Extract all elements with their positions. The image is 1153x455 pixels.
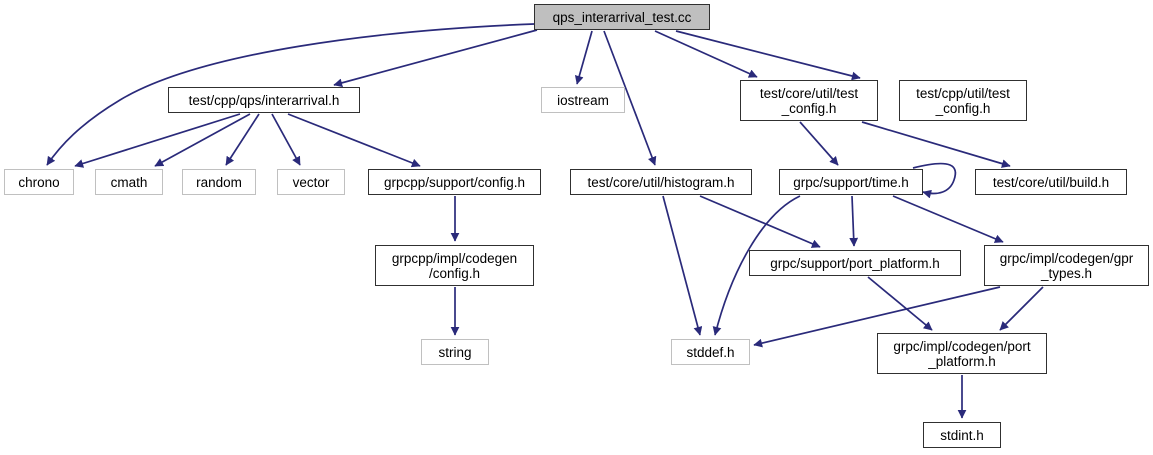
node-iostream[interactable]: iostream [541,87,625,113]
edge-root-to-cpp-test-config [675,30,861,81]
node-cmath[interactable]: cmath [95,169,163,195]
edge-grpc-time-to-stddef [712,195,801,336]
node-string[interactable]: string [421,339,489,365]
node-grpcpp-impl-codegen-config-h[interactable]: grpcpp/impl/codegen /config.h [375,245,534,286]
node-test-core-util-test-config-h[interactable]: test/core/util/test _config.h [740,80,878,121]
node-stddef-h[interactable]: stddef.h [671,339,750,365]
edge-histogram-to-stddef [662,195,703,336]
node-test-core-util-histogram-h[interactable]: test/core/util/histogram.h [570,169,752,195]
edge-gpr-types-to-codegen-port-platform [999,286,1044,331]
edge-grpc-time-to-gpr-types [892,195,1004,243]
node-test-cpp-util-test-config-h[interactable]: test/cpp/util/test _config.h [899,80,1027,121]
edge-root-to-iostream [574,30,593,85]
edge-support-port-platform-to-codegen-port-platform [867,276,933,331]
node-vector[interactable]: vector [277,169,345,195]
node-grpc-impl-codegen-gpr-types-h[interactable]: grpc/impl/codegen/gpr _types.h [984,245,1149,286]
edge-grpc-time-self-loop [912,162,957,199]
edge-grpc-time-to-support-port-platform [849,195,859,247]
node-chrono[interactable]: chrono [4,169,74,195]
node-grpc-support-port-platform-h[interactable]: grpc/support/port_platform.h [749,250,961,276]
node-qps-interarrival-test-cc[interactable]: qps_interarrival_test.cc [534,4,710,30]
node-test-cpp-qps-interarrival-h[interactable]: test/cpp/qps/interarrival.h [168,87,360,113]
edge-interarrival-to-cmath [154,113,251,167]
edge-root-to-histogram [603,30,657,166]
node-grpcpp-support-config-h[interactable]: grpcpp/support/config.h [368,169,541,195]
edge-interarrival-to-chrono [74,113,241,168]
node-grpc-impl-codegen-port-platform-h[interactable]: grpc/impl/codegen/port _platform.h [877,333,1047,374]
edge-interarrival-to-random [225,113,260,166]
edge-root-to-interarrival [333,29,538,88]
node-stdint-h[interactable]: stdint.h [923,422,1001,448]
edge-interarrival-to-grpcpp-config [287,113,421,168]
edge-root-to-chrono [46,23,535,166]
node-test-core-util-build-h[interactable]: test/core/util/build.h [975,169,1127,195]
edge-root-to-core-test-config [654,30,758,78]
edge-core-test-config-to-grpc-time [799,121,839,166]
edge-interarrival-to-vector [271,113,301,166]
edge-histogram-to-support-port-platform [699,195,821,248]
node-grpc-support-time-h[interactable]: grpc/support/time.h [779,169,923,195]
edge-gpr-types-to-stddef [753,286,1001,348]
node-random[interactable]: random [182,169,256,195]
edge-core-test-config-to-core-build [861,121,1011,168]
